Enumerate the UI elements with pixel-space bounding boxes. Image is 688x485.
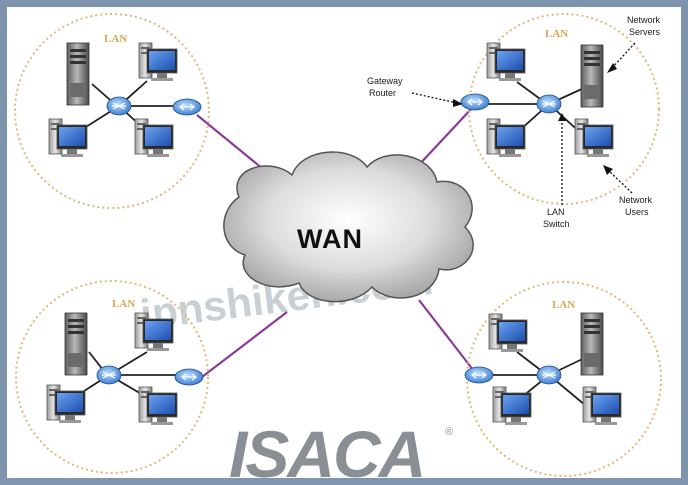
lan-ring bbox=[468, 13, 660, 205]
lan-label: LAN bbox=[552, 299, 575, 311]
annotation-line-1: LAN bbox=[547, 207, 565, 217]
wan-label: WAN bbox=[297, 224, 363, 254]
computer-icon bbox=[46, 384, 86, 424]
computer-icon bbox=[138, 386, 178, 426]
lan-bottom-left: LAN bbox=[15, 280, 209, 474]
logo-text: ISACA bbox=[229, 417, 424, 478]
lan-ring bbox=[15, 280, 209, 474]
computer-icon bbox=[486, 118, 526, 158]
annotation-line-2: Switch bbox=[543, 219, 570, 229]
wan-cloud: WAN bbox=[223, 151, 474, 303]
gateway-router-icon bbox=[174, 368, 204, 386]
lan-ring bbox=[14, 13, 210, 209]
annotation-line-1: Network bbox=[627, 15, 661, 25]
lan-switch-icon bbox=[106, 96, 132, 116]
computer-icon bbox=[134, 118, 174, 158]
computer-icon bbox=[486, 42, 526, 82]
lan-label: LAN bbox=[545, 28, 568, 40]
lan-top-right: LAN bbox=[460, 13, 660, 205]
registered-mark: ® bbox=[445, 426, 453, 438]
server-icon bbox=[580, 312, 604, 376]
lan-switch-icon bbox=[536, 94, 562, 114]
lan-label: LAN bbox=[112, 298, 135, 310]
computer-icon bbox=[48, 118, 88, 158]
computer-icon bbox=[582, 386, 622, 426]
gateway-router-icon bbox=[172, 98, 202, 116]
lan-label: LAN bbox=[104, 33, 127, 45]
lan-switch-icon bbox=[96, 365, 122, 385]
lan-switch-icon bbox=[536, 365, 562, 385]
server-icon bbox=[580, 44, 604, 108]
computer-icon bbox=[488, 313, 528, 353]
computer-icon bbox=[134, 312, 174, 352]
lan-bottom-right: LAN bbox=[464, 281, 662, 477]
annotation-line-2: Users bbox=[625, 207, 649, 217]
diagram-panel: jpnshiken.com WAN LAN LAN L bbox=[7, 7, 681, 485]
annotation-network-users: Network Users bbox=[603, 165, 653, 217]
annotation-line-1: Gateway bbox=[367, 76, 403, 86]
network-diagram: jpnshiken.com WAN LAN LAN L bbox=[14, 13, 662, 485]
lan-top-left: LAN bbox=[14, 13, 210, 209]
isaca-logo: ISACA ® bbox=[229, 417, 453, 485]
annotation-lan-switch: LAN Switch bbox=[543, 113, 570, 229]
server-icon bbox=[66, 42, 90, 106]
computer-icon bbox=[574, 118, 614, 158]
wan-link-bottom-left bbox=[201, 311, 288, 378]
computer-icon bbox=[492, 386, 532, 426]
annotation-gateway-router: Gateway Router bbox=[367, 76, 463, 107]
annotation-line-2: Servers bbox=[629, 27, 661, 37]
wan-link-bottom-right bbox=[418, 299, 478, 376]
annotation-network-servers: Network Servers bbox=[607, 15, 661, 73]
gateway-router-icon bbox=[460, 93, 490, 111]
computer-icon bbox=[138, 42, 178, 82]
gateway-router-icon bbox=[464, 366, 494, 384]
annotation-line-1: Network bbox=[619, 195, 653, 205]
server-icon bbox=[64, 312, 88, 376]
annotation-line-2: Router bbox=[369, 88, 396, 98]
wan-link-top-right bbox=[416, 106, 474, 168]
lan-ring bbox=[466, 281, 662, 477]
